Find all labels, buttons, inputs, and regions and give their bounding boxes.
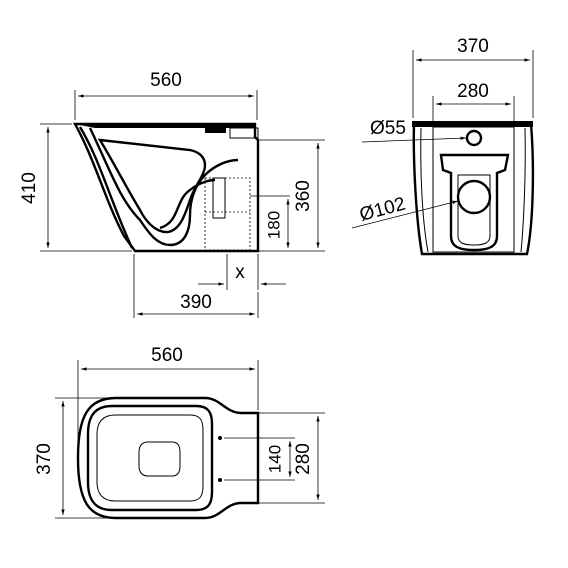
top-view: 560 370 140 280 xyxy=(34,345,325,520)
rear-outlet-inner xyxy=(457,174,491,246)
rear-outlet-label: Ø102 xyxy=(357,194,407,226)
top-fixing-outer-label: 280 xyxy=(293,443,314,475)
rear-outlet-housing xyxy=(439,153,510,252)
top-bowl-outline xyxy=(96,414,204,502)
side-inlet xyxy=(229,127,259,139)
top-rim-outline xyxy=(86,404,214,512)
side-spigot xyxy=(204,177,251,251)
side-x-label: x xyxy=(235,262,245,283)
side-waste-height-label: 180 xyxy=(264,211,283,239)
side-rim xyxy=(75,123,255,133)
side-bowl xyxy=(88,127,239,247)
side-outlet-pipe xyxy=(212,177,226,219)
side-view: 560 410 360 180 x 390 xyxy=(19,70,325,318)
side-height-label: 410 xyxy=(19,172,40,204)
top-fixing-hole-1 xyxy=(218,436,222,440)
top-outer-outline xyxy=(76,396,260,520)
rear-back-panel xyxy=(432,126,515,253)
side-bowl-inner xyxy=(97,138,207,234)
top-fixing-inner-label: 140 xyxy=(265,445,284,473)
leader-55 xyxy=(361,136,467,143)
top-length-label: 560 xyxy=(151,345,183,366)
top-width-label: 370 xyxy=(34,443,55,475)
top-waterway xyxy=(138,441,181,477)
rear-inner-right xyxy=(520,127,526,253)
leader-102 xyxy=(351,200,459,229)
side-pan-body xyxy=(72,122,260,253)
side-width-label: 560 xyxy=(150,70,182,91)
side-outlet-height-label: 360 xyxy=(293,180,314,212)
rear-inlet-circle xyxy=(465,129,483,147)
side-trap xyxy=(159,178,216,230)
rear-inlet-label: Ø55 xyxy=(370,118,406,139)
rear-view: 370 280 Ø55 Ø102 xyxy=(351,36,535,256)
top-fixing-hole-2 xyxy=(218,478,222,482)
rear-body-outline xyxy=(412,122,535,256)
rear-top-band xyxy=(412,121,533,127)
rear-outlet-circle xyxy=(456,179,492,215)
side-depth-label: 390 xyxy=(180,292,212,313)
rear-inner-left xyxy=(420,127,429,253)
rear-width-label: 370 xyxy=(457,36,489,57)
side-front-wall xyxy=(78,126,134,249)
rear-inner-width-label: 280 xyxy=(457,81,489,102)
